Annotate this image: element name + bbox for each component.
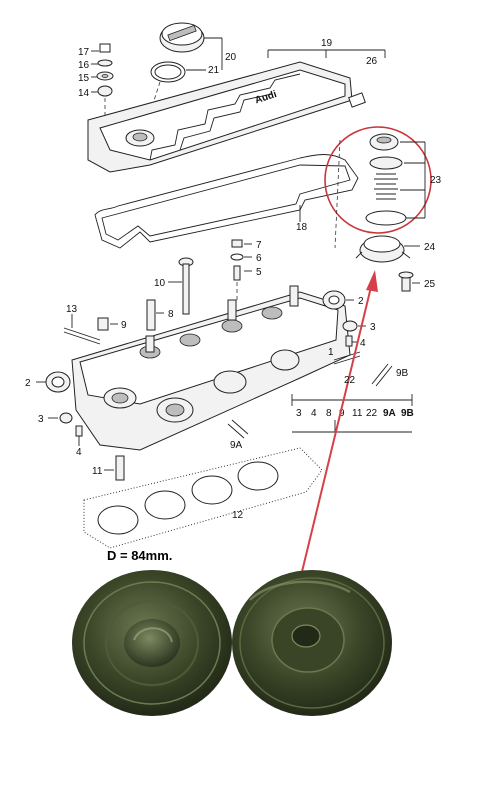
callout-9a: 9A — [230, 440, 243, 451]
callout-13: 13 — [66, 304, 78, 315]
oil-filler-cap — [145, 22, 223, 126]
callout-1: 1 — [328, 347, 334, 358]
studs-9-13 — [63, 314, 118, 345]
legend-item: 11 — [352, 408, 363, 419]
seals-2 — [36, 290, 354, 393]
callout-12: 12 — [232, 510, 244, 521]
legend-row: 3 4 8 9 11 22 9A 9B — [296, 408, 414, 419]
callout-8: 8 — [168, 309, 174, 320]
stud-8 — [146, 299, 164, 331]
callout-7: 7 — [256, 240, 262, 251]
callout-18: 18 — [296, 222, 308, 233]
legend-item: 9B — [401, 408, 414, 419]
callout-4-right: 4 — [360, 338, 366, 349]
callout-26: 26 — [366, 56, 378, 67]
callout-5: 5 — [256, 267, 262, 278]
callout-16: 16 — [78, 60, 90, 71]
membrane-disc-left — [72, 570, 232, 716]
callout-6: 6 — [256, 253, 262, 264]
head-gasket — [83, 447, 323, 549]
breather-housing — [355, 235, 420, 292]
callout-11: 11 — [92, 466, 103, 477]
legend-item: 22 — [366, 408, 378, 419]
valve-cover-gasket — [94, 154, 359, 249]
callout-19: 19 — [321, 38, 333, 49]
membrane-disc-right — [232, 570, 392, 716]
callout-17: 17 — [78, 47, 90, 58]
callout-9b: 9B — [396, 368, 409, 379]
diameter-caption: D = 84mm. — [107, 548, 172, 563]
callout-23: 23 — [430, 175, 442, 186]
cylinder-head — [71, 285, 351, 451]
callouts: 17 16 15 14 20 21 19 26 23 18 24 25 7 6 … — [25, 38, 442, 521]
legend-bracket — [291, 394, 413, 433]
callout-24: 24 — [424, 242, 436, 253]
callout-15: 15 — [78, 73, 90, 84]
callout-4-left: 4 — [76, 447, 82, 458]
callout-20: 20 — [225, 52, 237, 63]
callout-25: 25 — [424, 279, 436, 290]
callout-21: 21 — [208, 65, 220, 76]
valve-cover: Audi — [87, 61, 366, 173]
callout-2-left: 2 — [25, 378, 31, 389]
bracket-19 — [267, 49, 386, 58]
legend-item: 9A — [383, 408, 396, 419]
bolt-10 — [168, 257, 194, 315]
pointer-arrow — [299, 270, 378, 581]
callout-3-left: 3 — [38, 414, 44, 425]
caps-3-4 — [48, 320, 366, 446]
callout-3-right: 3 — [370, 322, 376, 333]
callout-14: 14 — [78, 88, 90, 99]
callout-10: 10 — [154, 278, 166, 289]
callout-2-right: 2 — [358, 296, 364, 307]
legend-item: 3 — [296, 408, 302, 419]
callout-22: 22 — [344, 375, 356, 386]
studs-22-9a-9b-11 — [104, 351, 393, 481]
legend-item: 8 — [326, 408, 332, 419]
breather-detail — [324, 126, 432, 249]
highlight-circle — [324, 126, 432, 234]
legend-item: 9 — [339, 408, 345, 419]
legend-item: 4 — [311, 408, 317, 419]
callout-9: 9 — [121, 320, 127, 331]
bolts-5-7 — [230, 239, 252, 302]
